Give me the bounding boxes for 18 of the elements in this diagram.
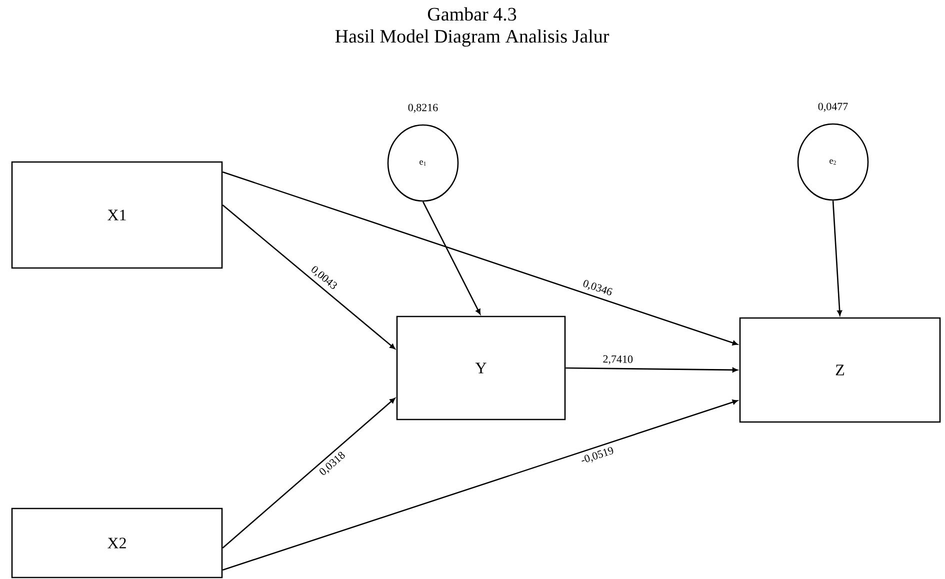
coefficient-label: 0,8216: [408, 104, 438, 113]
arrow: [222, 171, 738, 346]
edge-label: -0,0519: [582, 447, 614, 462]
arrow: [222, 204, 396, 350]
variable-box: X2: [11, 508, 223, 578]
arrow: [222, 400, 738, 571]
figure-caption: Hasil Model Diagram Analisis Jalur: [335, 29, 610, 47]
edge-label: 2,7410: [603, 355, 633, 364]
figure-title: Gambar 4.3: [428, 7, 516, 21]
variable-box: X1: [11, 161, 223, 269]
arrow: [222, 398, 396, 548]
arrow: [422, 201, 481, 314]
arrow: [832, 200, 842, 316]
variable-box: Z: [739, 317, 941, 423]
arrow: [566, 367, 738, 372]
coefficient-label: 0,0477: [818, 102, 848, 112]
edge-label: 0,0346: [583, 280, 612, 296]
variable-box: Y: [396, 316, 566, 420]
